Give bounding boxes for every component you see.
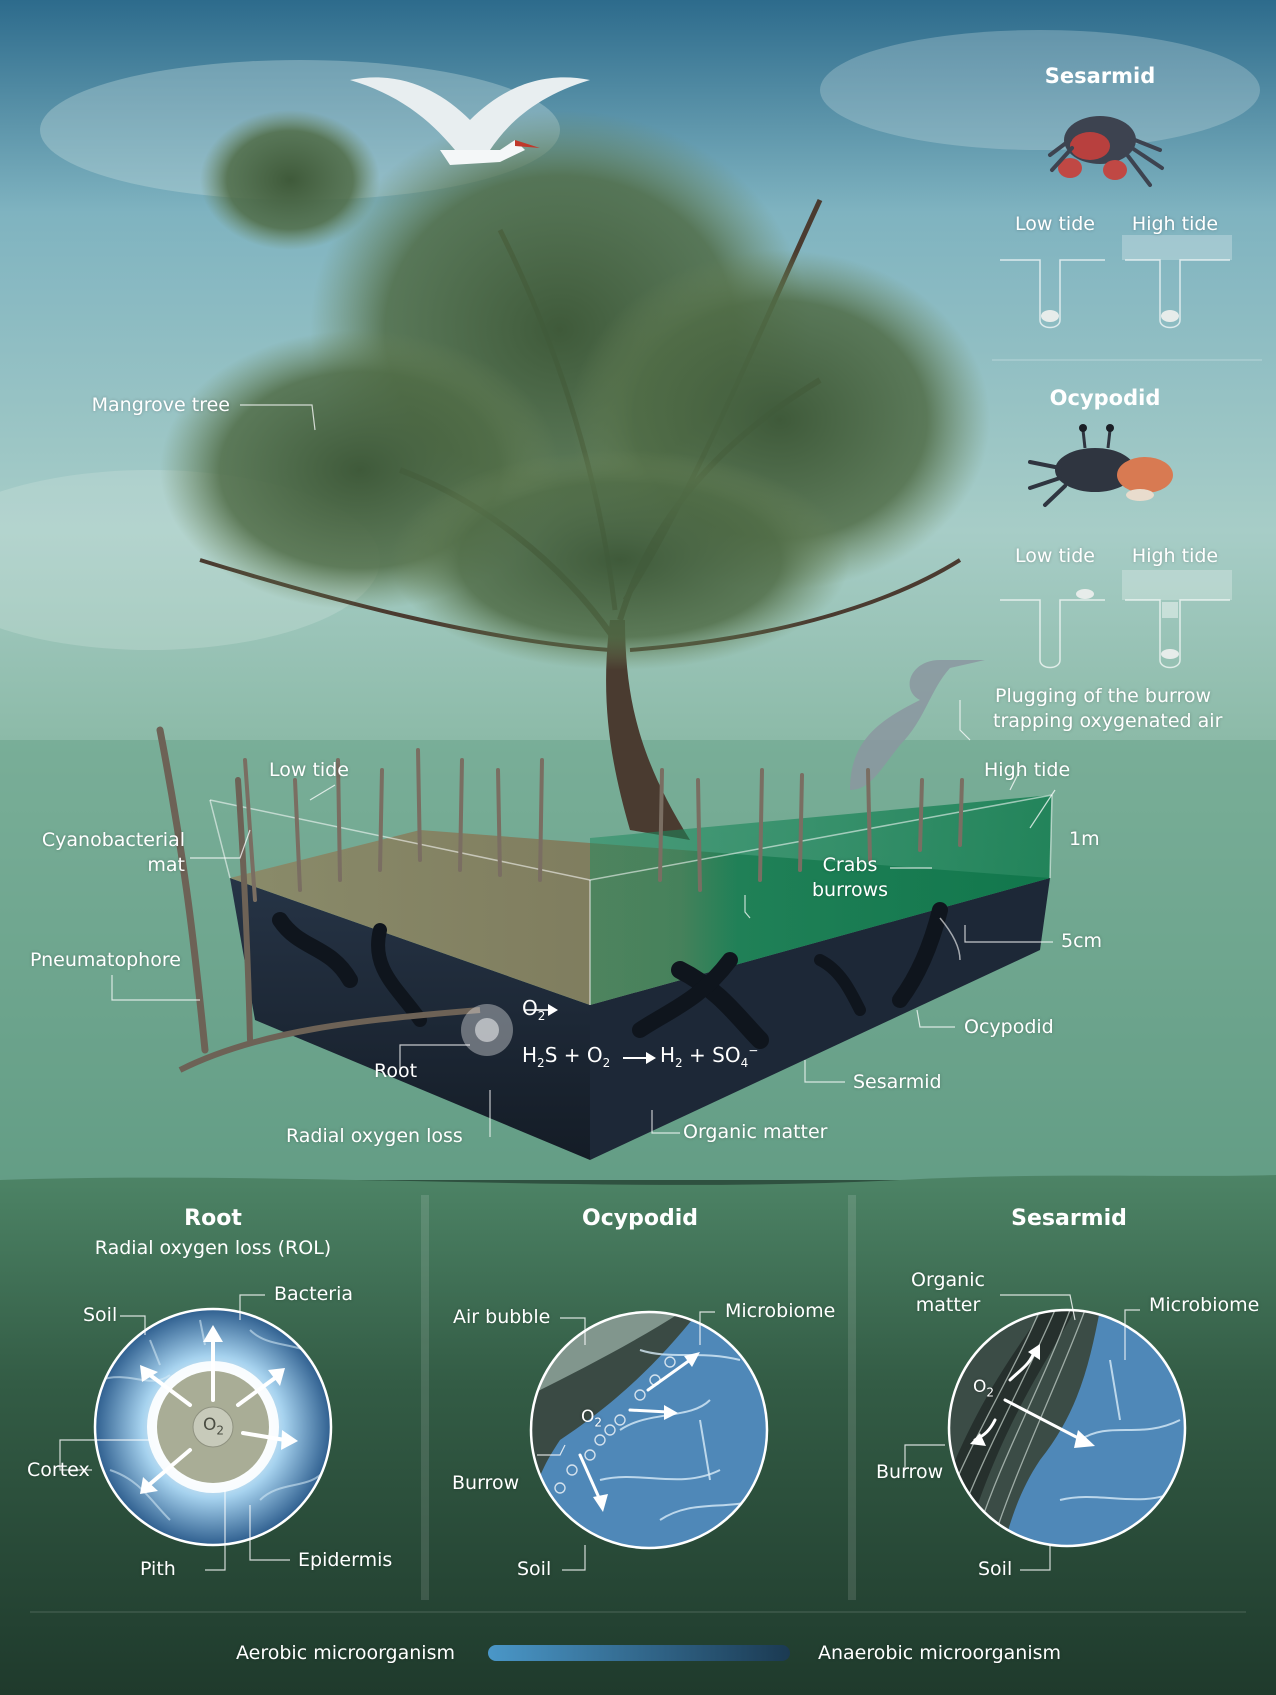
depth-5cm-label: 5cm bbox=[1061, 929, 1102, 954]
sesarmid-organic-matter-label-line2: matter bbox=[898, 1293, 998, 1318]
sesarmid-microbiome-label: Microbiome bbox=[1149, 1293, 1259, 1318]
root-panel-title: Root bbox=[63, 1206, 363, 1231]
sesarmid-panel-title: Sesarmid bbox=[1040, 64, 1160, 88]
low-tide-label: Low tide bbox=[269, 758, 349, 783]
root-bacteria-label: Bacteria bbox=[274, 1282, 353, 1307]
sesarmid-low-tide-label: Low tide bbox=[1000, 212, 1110, 237]
root-pith-label: Pith bbox=[140, 1557, 176, 1582]
sesarmid-organic-matter-label-line1: Organic bbox=[898, 1268, 998, 1293]
sesarmid-burrow-label: Burrow bbox=[876, 1460, 943, 1485]
plugging-note-line2: trapping oxygenated air bbox=[993, 709, 1222, 734]
sesarmid-panel-title-bottom: Sesarmid bbox=[919, 1206, 1219, 1231]
root-epidermis-label: Epidermis bbox=[298, 1548, 392, 1573]
reaction-o2: O2 bbox=[522, 996, 545, 1023]
legend-anaerobic-label: Anaerobic microorganism bbox=[818, 1641, 1061, 1666]
pneumatophore-label: Pneumatophore bbox=[30, 948, 181, 973]
cyanobacterial-mat-label-line1: Cyanobacterial bbox=[0, 828, 185, 853]
sesarmid-soil-label: Soil bbox=[978, 1557, 1012, 1582]
root-cortex-label: Cortex bbox=[27, 1458, 90, 1483]
legend-aerobic-label: Aerobic microorganism bbox=[236, 1641, 455, 1666]
organic-matter-scene-label: Organic matter bbox=[683, 1120, 828, 1145]
cyanobacterial-mat-label-line2: mat bbox=[0, 853, 185, 878]
ocypodid-air-bubble-label: Air bubble bbox=[453, 1305, 550, 1330]
ocypodid-scene-label: Ocypodid bbox=[964, 1015, 1054, 1040]
plugging-note-line1: Plugging of the burrow bbox=[995, 684, 1211, 709]
cloud bbox=[820, 30, 1260, 150]
ocypodid-soil-label: Soil bbox=[517, 1557, 551, 1582]
root-soil-label: Soil bbox=[83, 1303, 117, 1328]
sesarmid-scene-label: Sesarmid bbox=[853, 1070, 942, 1095]
mangrove-tree-label: Mangrove tree bbox=[40, 393, 230, 418]
radial-oxygen-loss-label: Radial oxygen loss bbox=[286, 1124, 463, 1149]
ocypodid-o2-label: O2 bbox=[581, 1405, 602, 1435]
crabs-burrows-label-line1: Crabs bbox=[800, 853, 900, 878]
ocypodid-microbiome-label: Microbiome bbox=[725, 1299, 835, 1324]
ocypodid-panel-title: Ocypodid bbox=[1040, 386, 1170, 410]
depth-1m-label: 1m bbox=[1069, 827, 1100, 852]
reaction-products: H2 + SO4− bbox=[660, 1043, 758, 1070]
crabs-burrows-label-line2: burrows bbox=[800, 878, 900, 903]
sesarmid-o2-label: O2 bbox=[973, 1375, 994, 1405]
ocypodid-burrow-label: Burrow bbox=[452, 1471, 519, 1496]
ocypodid-panel-title-bottom: Ocypodid bbox=[490, 1206, 790, 1231]
high-tide-label: High tide bbox=[984, 758, 1070, 783]
aerobic-anaerobic-gradient-bar bbox=[488, 1645, 790, 1661]
reaction-reactants: H2S + O2 bbox=[522, 1043, 610, 1070]
root-scene-label: Root bbox=[374, 1059, 417, 1084]
root-panel-subtitle: Radial oxygen loss (ROL) bbox=[43, 1237, 383, 1259]
ocypodid-low-tide-label: Low tide bbox=[1000, 544, 1110, 569]
root-o2-label: O2 bbox=[203, 1413, 224, 1443]
ocypodid-high-tide-label: High tide bbox=[1120, 544, 1230, 569]
sesarmid-high-tide-label: High tide bbox=[1120, 212, 1230, 237]
